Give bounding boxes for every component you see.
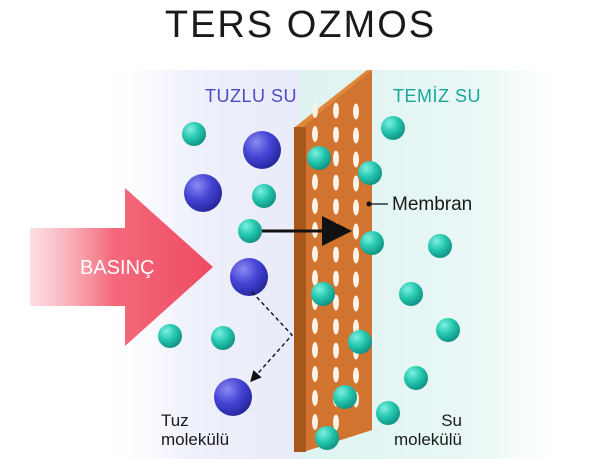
membrane-pore xyxy=(353,127,359,144)
water-molecule xyxy=(358,161,382,185)
water-molecule-label: Su molekülü xyxy=(378,411,462,449)
water-molecule xyxy=(360,231,384,255)
water-molecule xyxy=(381,116,405,140)
water-molecule xyxy=(238,219,262,243)
membrane-pore xyxy=(353,247,359,264)
water-molecule xyxy=(404,366,428,390)
salt-molecule-label-line2: molekülü xyxy=(161,430,230,449)
salt-molecule xyxy=(184,174,222,212)
membrane-label: Membran xyxy=(392,194,473,215)
membrane-pore xyxy=(353,367,359,384)
salt-molecule xyxy=(214,378,252,416)
membrane-pore xyxy=(312,366,318,382)
membrane-pore xyxy=(353,199,359,216)
salt-molecule-label-line1: Tuz xyxy=(161,411,189,430)
salt-molecule xyxy=(230,258,268,296)
membrane-pore xyxy=(312,198,318,214)
membrane-pore xyxy=(312,414,318,430)
water-molecule xyxy=(399,282,423,306)
membrane-pore xyxy=(312,270,318,286)
membrane-pore xyxy=(312,390,318,406)
membrane xyxy=(294,70,372,452)
membrane-pore xyxy=(312,102,318,118)
clean-water-label: TEMİZ SU xyxy=(393,86,481,106)
membrane-pore xyxy=(353,175,359,192)
water-molecule xyxy=(315,426,339,450)
water-molecule xyxy=(348,330,372,354)
water-molecule xyxy=(311,282,335,306)
water-molecule xyxy=(307,146,331,170)
page-title: TERS OZMOS xyxy=(164,4,437,46)
membrane-pore xyxy=(333,366,339,383)
membrane-pore xyxy=(333,270,339,287)
salt-water-label: TUZLU SU xyxy=(205,86,298,106)
membrane-pore xyxy=(353,223,359,240)
membrane-pore xyxy=(333,342,339,359)
membrane-pore xyxy=(312,318,318,334)
membrane-pore xyxy=(353,151,359,168)
pressure-label: BASINÇ xyxy=(80,257,155,279)
membrane-pore xyxy=(353,103,359,120)
water-molecule-label-line2: molekülü xyxy=(393,430,462,449)
salt-molecule-label: Tuz molekülü xyxy=(161,411,229,449)
membrane-pore xyxy=(333,126,339,143)
membrane-pore xyxy=(333,102,339,119)
membrane-pointer-dot xyxy=(366,201,372,207)
salt-molecule xyxy=(243,131,281,169)
blocked-salt-path xyxy=(250,291,293,383)
membrane-pore xyxy=(312,174,318,190)
membrane-pore xyxy=(333,294,339,311)
membrane-pore xyxy=(353,295,359,312)
membrane-pore xyxy=(312,246,318,262)
membrane-pore xyxy=(333,318,339,335)
water-molecule-label-line1: Su xyxy=(441,411,462,430)
membrane-pore xyxy=(312,126,318,142)
water-molecule xyxy=(158,324,182,348)
water-molecule xyxy=(436,318,460,342)
membrane-pore xyxy=(353,271,359,288)
membrane-pore xyxy=(333,174,339,191)
membrane-pore xyxy=(333,150,339,167)
membrane-pore xyxy=(312,342,318,358)
water-molecule xyxy=(211,326,235,350)
pressure-arrow xyxy=(30,188,213,346)
membrane-pore xyxy=(333,198,339,215)
water-molecule xyxy=(252,184,276,208)
water-molecule xyxy=(428,234,452,258)
membrane-pore xyxy=(333,246,339,263)
membrane-pore xyxy=(333,414,339,431)
water-molecule xyxy=(376,401,400,425)
water-molecule xyxy=(333,385,357,409)
water-molecule xyxy=(182,122,206,146)
